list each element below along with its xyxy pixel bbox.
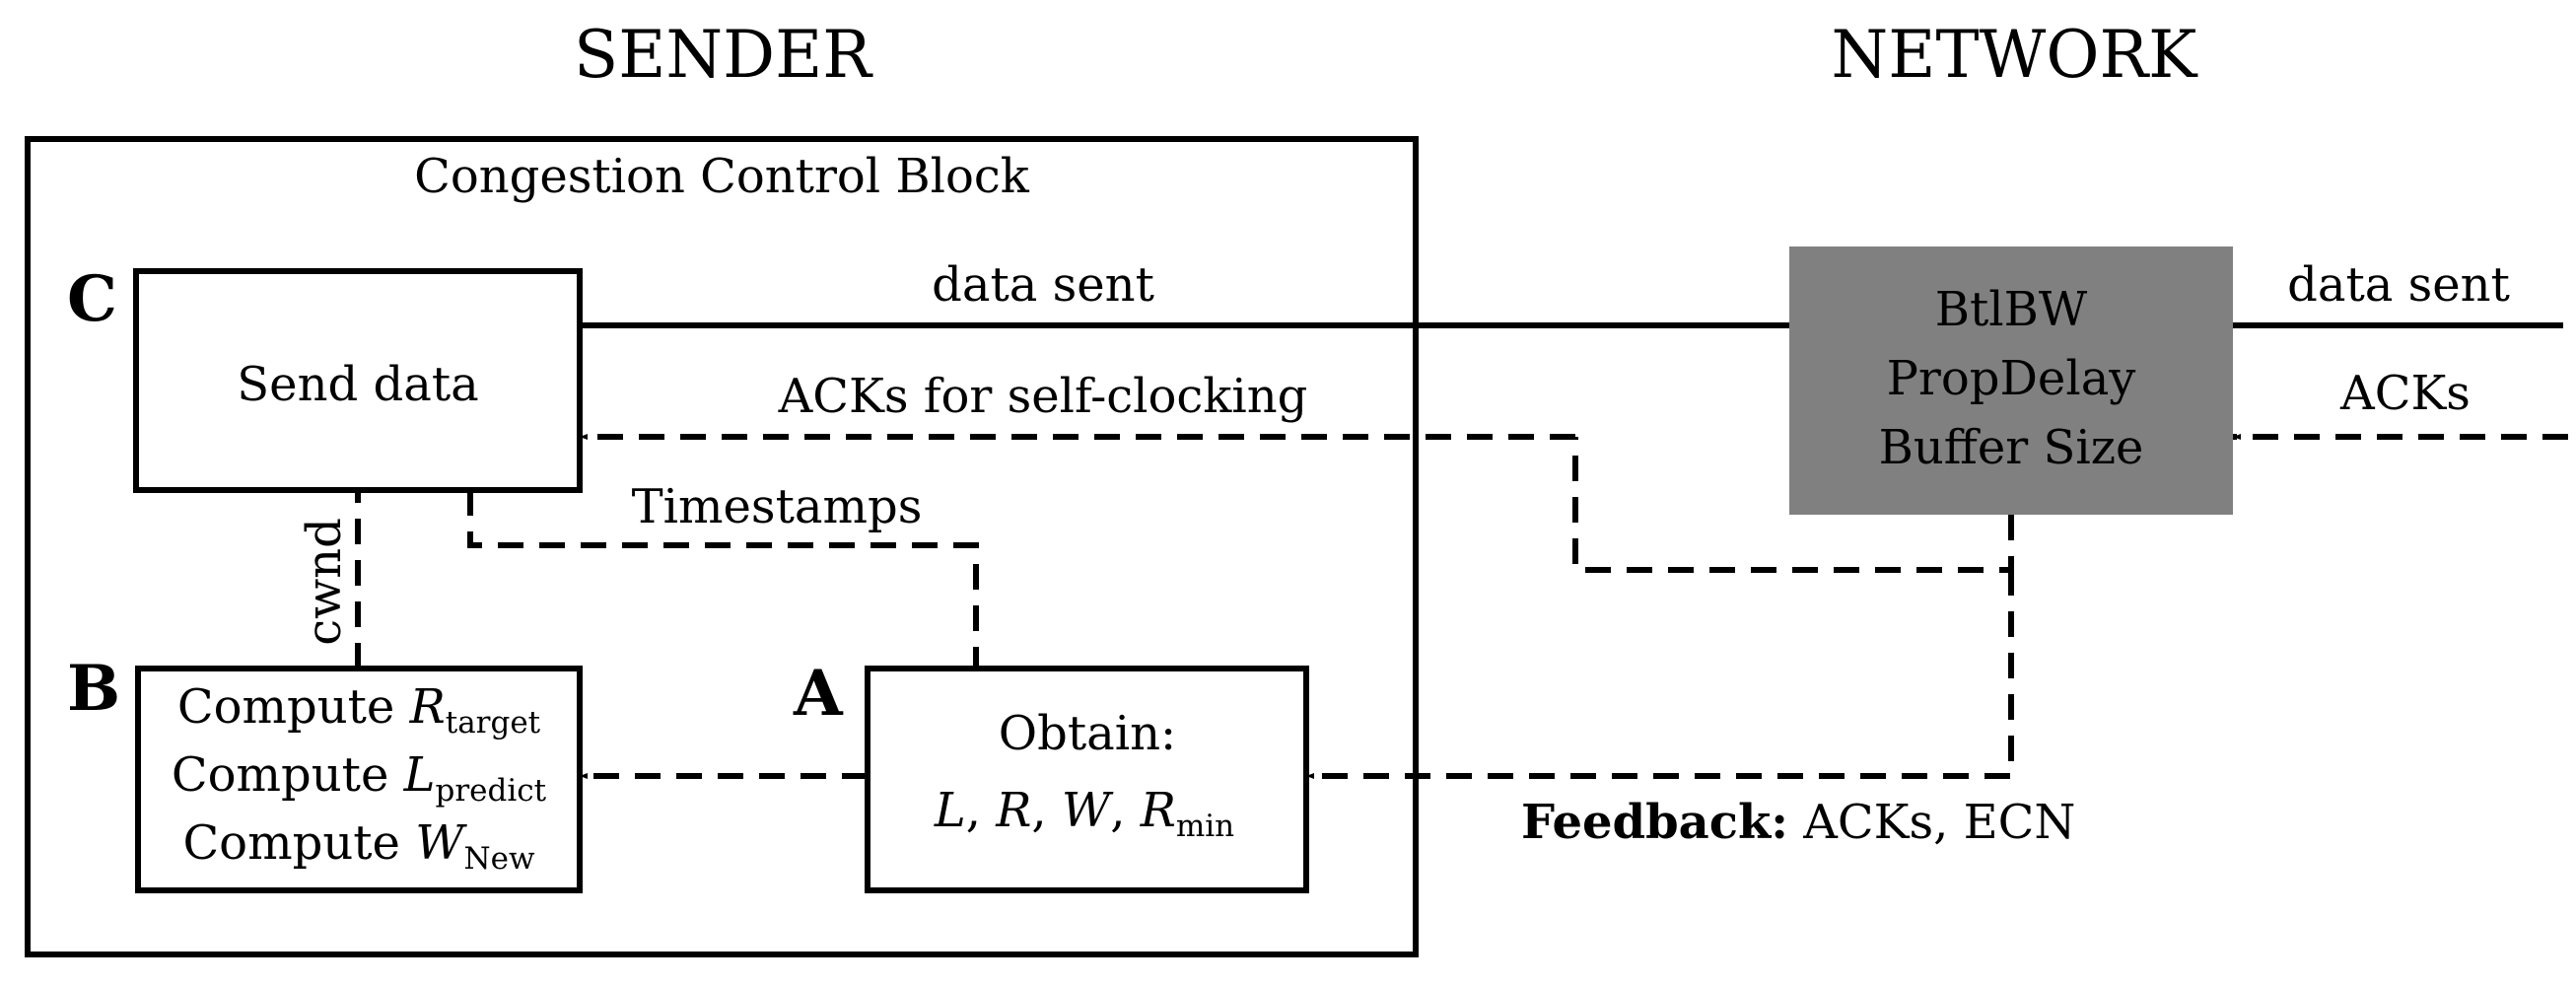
- separator: ,: [1110, 783, 1141, 838]
- obtain-box: [865, 666, 1309, 893]
- var-w: W: [1062, 783, 1114, 838]
- feedback-arrow: [1306, 570, 2014, 779]
- box-a-letter: A: [793, 657, 844, 731]
- obtain-label: Obtain:: [999, 706, 1176, 761]
- compute-l-predict: Compute Lpredict: [172, 747, 547, 809]
- feedback-bold: Feedback:: [1521, 795, 1788, 850]
- var-w: W: [415, 815, 467, 871]
- box-c-letter: C: [67, 262, 117, 336]
- obtain-vars: L, R, W, Rmin: [934, 783, 1234, 844]
- network-btlbw: BtlBW: [1935, 282, 2088, 337]
- var-rmin: R: [1140, 783, 1176, 838]
- compute-prefix: Compute: [177, 679, 410, 735]
- sub-target: target: [446, 705, 541, 740]
- network-split-line: [1572, 437, 2014, 573]
- sub-predict: predict: [436, 773, 547, 809]
- box-b-letter: B: [67, 652, 120, 726]
- compute-r-target: Compute Rtarget: [177, 679, 541, 740]
- data-sent-label: data sent: [932, 257, 1154, 313]
- var-l: L: [403, 747, 436, 803]
- acks-label: ACKs: [2339, 366, 2471, 421]
- network-buffer-size: Buffer Size: [1879, 420, 2144, 475]
- timestamps-label: Timestamps: [632, 479, 923, 534]
- feedback-label: Feedback: ACKs, ECN: [1521, 795, 2075, 850]
- block-title: Congestion Control Block: [414, 149, 1030, 204]
- data-sent-out-label: data sent: [2287, 257, 2510, 313]
- compute-prefix: Compute: [182, 815, 415, 871]
- feedback-rest: ACKs, ECN: [1788, 795, 2075, 850]
- compute-w-new: Compute WNew: [182, 815, 535, 877]
- network-box: [1789, 247, 2233, 515]
- congestion-control-block: [25, 136, 1419, 957]
- compute-prefix: Compute: [172, 747, 404, 803]
- var-r: R: [409, 679, 446, 735]
- network-header: NETWORK: [1832, 17, 2199, 93]
- timestamps-arrow: [467, 490, 979, 669]
- var-r: R: [995, 783, 1031, 838]
- sub-min: min: [1176, 809, 1234, 844]
- sender-header: SENDER: [574, 17, 873, 93]
- network-propdelay: PropDelay: [1887, 351, 2136, 406]
- compute-box: [135, 666, 583, 893]
- cwnd-label: cwnd: [297, 518, 352, 646]
- sub-new: New: [464, 841, 535, 877]
- separator: ,: [966, 783, 997, 838]
- send-data-label: Send data: [237, 357, 478, 412]
- var-l: L: [934, 783, 966, 838]
- acks-self-clocking-label: ACKs for self-clocking: [778, 369, 1308, 424]
- separator: ,: [1031, 783, 1062, 838]
